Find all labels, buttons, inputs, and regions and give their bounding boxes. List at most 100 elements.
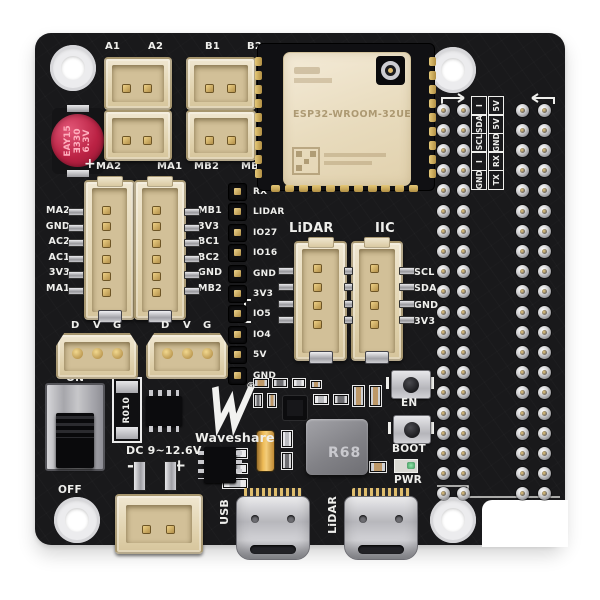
crimp-tab bbox=[278, 299, 294, 308]
pwr-led bbox=[394, 459, 418, 473]
crimp-tab bbox=[184, 270, 200, 279]
gpio-pin bbox=[437, 325, 450, 339]
mounting-hole bbox=[430, 47, 476, 93]
motor-header-a-labels: MA2 GND AC2 AC1 3V3 MA1 bbox=[45, 205, 70, 294]
gpio-pin bbox=[538, 325, 551, 339]
battery-connector bbox=[115, 494, 203, 554]
servo-connector bbox=[56, 333, 138, 379]
gpio-pin bbox=[516, 426, 529, 440]
esp32-castellation bbox=[429, 169, 436, 178]
crimp-tab bbox=[68, 223, 84, 232]
gpio-pin bbox=[516, 143, 529, 157]
esp32-castellation bbox=[381, 185, 391, 192]
crimp-tab bbox=[344, 315, 353, 324]
gpio-pin bbox=[538, 244, 551, 258]
gpio-pin bbox=[516, 184, 529, 198]
gpio-pin bbox=[516, 103, 529, 117]
port-pin-contact bbox=[314, 320, 321, 328]
gpio-pin bbox=[538, 406, 551, 420]
connector-pin bbox=[134, 462, 145, 490]
header-pin-contact bbox=[153, 289, 160, 296]
iic-port-title: IIC bbox=[375, 221, 395, 236]
qr-code bbox=[292, 147, 320, 175]
io-header-pin bbox=[229, 204, 246, 221]
jst-connector-a bbox=[104, 57, 172, 110]
gpio-pin bbox=[538, 103, 551, 117]
gpio-pin bbox=[538, 164, 551, 178]
gpio-pin bbox=[516, 265, 529, 279]
esp32-castellation bbox=[429, 155, 436, 164]
gpio-pin bbox=[538, 265, 551, 279]
servo-label-d: D bbox=[161, 320, 170, 331]
silkscreen-bracket bbox=[244, 321, 251, 323]
en-button-label: EN bbox=[401, 397, 418, 409]
header-pin-contact bbox=[153, 223, 160, 231]
usb-port-label: USB bbox=[218, 499, 231, 525]
gpio-pin bbox=[538, 184, 551, 198]
silkscreen-bracket bbox=[386, 377, 389, 389]
boot-button bbox=[393, 415, 431, 444]
io-header-pin bbox=[229, 265, 246, 282]
gpio-pin bbox=[538, 345, 551, 359]
esp32-castellation bbox=[255, 127, 262, 136]
port-label-mb1: MB1 bbox=[241, 161, 267, 172]
soic-chip bbox=[146, 390, 182, 432]
port-label-b2: B2 bbox=[247, 41, 262, 52]
gpio-pin bbox=[538, 446, 551, 460]
header-pin-contact bbox=[153, 272, 160, 280]
gpio-pin bbox=[538, 123, 551, 137]
gpio-pin bbox=[457, 244, 470, 258]
gpio-pin bbox=[437, 406, 450, 420]
esp32-castellation bbox=[367, 185, 377, 192]
esp32-castellation bbox=[340, 185, 349, 192]
jst-connector-b bbox=[186, 57, 256, 110]
gpio-pin bbox=[457, 143, 470, 157]
io-header-pin bbox=[229, 326, 246, 343]
gpio-pin bbox=[516, 446, 529, 460]
esp32-castellation bbox=[409, 185, 418, 192]
waveshare-logo-icon bbox=[212, 386, 255, 437]
crimp-tab bbox=[184, 255, 200, 264]
gpio-pin bbox=[437, 386, 450, 400]
gpio-pin bbox=[457, 224, 470, 238]
pwr-led-label: PWR bbox=[394, 474, 422, 486]
gpio-pin bbox=[516, 244, 529, 258]
header-pin-contact bbox=[103, 272, 110, 280]
registered-mark: ® bbox=[246, 381, 257, 392]
silkscreen-bracket bbox=[244, 299, 251, 301]
dc-range-label: DC 9~12.6V bbox=[126, 444, 202, 457]
power-switch bbox=[45, 383, 105, 471]
gpio-pin bbox=[437, 285, 450, 299]
crimp-tab bbox=[399, 267, 415, 275]
port-pin-contact bbox=[371, 265, 378, 272]
shunt-resistor-marking: R010 bbox=[122, 397, 132, 424]
gpio-pin bbox=[457, 204, 470, 218]
gpio-pin bbox=[516, 345, 529, 359]
usb-pins bbox=[244, 488, 302, 497]
io-header-pin bbox=[229, 306, 246, 323]
port-pin-contact bbox=[371, 283, 378, 291]
esp32-castellation bbox=[255, 141, 262, 150]
header-pin-contact bbox=[103, 223, 110, 231]
gpio-pin bbox=[516, 164, 529, 178]
crimp-tab bbox=[399, 315, 415, 324]
capacitor-marking: EAY15 bbox=[62, 124, 73, 157]
gpio-pin bbox=[457, 164, 470, 178]
crimp-tab bbox=[68, 239, 84, 248]
electrolytic-capacitor: EAY15 Ǝ330 6.3V bbox=[51, 114, 104, 167]
en-button bbox=[391, 370, 431, 399]
port-pin-contact bbox=[314, 283, 321, 291]
esp32-castellation bbox=[429, 71, 436, 80]
gpio-pin bbox=[457, 184, 470, 198]
esp32-castellation bbox=[312, 185, 322, 192]
port-label-b1: B1 bbox=[205, 41, 220, 52]
gpio-pin bbox=[437, 366, 450, 380]
soic-chip bbox=[198, 447, 242, 483]
gpio-pin bbox=[457, 446, 470, 460]
gpio-pin bbox=[437, 265, 450, 279]
gpio-pin bbox=[516, 305, 529, 319]
esp32-castellation bbox=[429, 99, 436, 108]
gpio-pin bbox=[437, 184, 450, 198]
iic-pin-labels: SCL SDA GND 3V3 bbox=[414, 267, 439, 328]
